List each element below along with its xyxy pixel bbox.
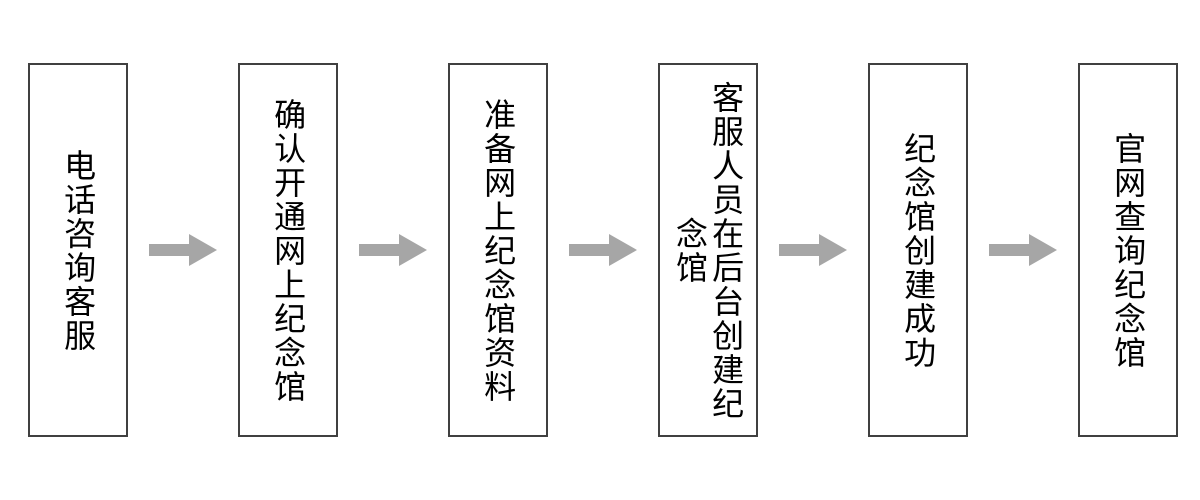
flow-connector-3 [548,233,658,267]
arrow-right-icon [149,234,217,266]
flow-step-1-label: 电话咨询客服 [59,149,98,353]
flow-step-1[interactable]: 电话咨询客服 [28,63,128,437]
flow-step-2-label: 确认开通网上纪念馆 [269,98,308,404]
arrow-right-icon [569,234,637,266]
flow-step-3[interactable]: 准备网上纪念馆资料 [448,63,548,437]
arrow-right-icon [779,234,847,266]
flow-step-5[interactable]: 纪念馆创建成功 [868,63,968,437]
flow-step-5-label: 纪念馆创建成功 [899,132,938,370]
flow-step-6-label: 官网查询纪念馆 [1109,132,1148,370]
flow-step-4[interactable]: 客服人员在后台创建纪念馆 [658,63,758,437]
flow-connector-1 [128,233,238,267]
flow-connector-5 [968,233,1078,267]
flow-step-4-label: 客服人员在后台创建纪念馆 [671,81,746,421]
flow-step-6[interactable]: 官网查询纪念馆 [1078,63,1178,437]
flow-step-2[interactable]: 确认开通网上纪念馆 [238,63,338,437]
flow-connector-4 [758,233,868,267]
flow-connector-2 [338,233,448,267]
arrow-right-icon [989,234,1057,266]
arrow-right-icon [359,234,427,266]
flow-step-3-label: 准备网上纪念馆资料 [479,98,518,404]
